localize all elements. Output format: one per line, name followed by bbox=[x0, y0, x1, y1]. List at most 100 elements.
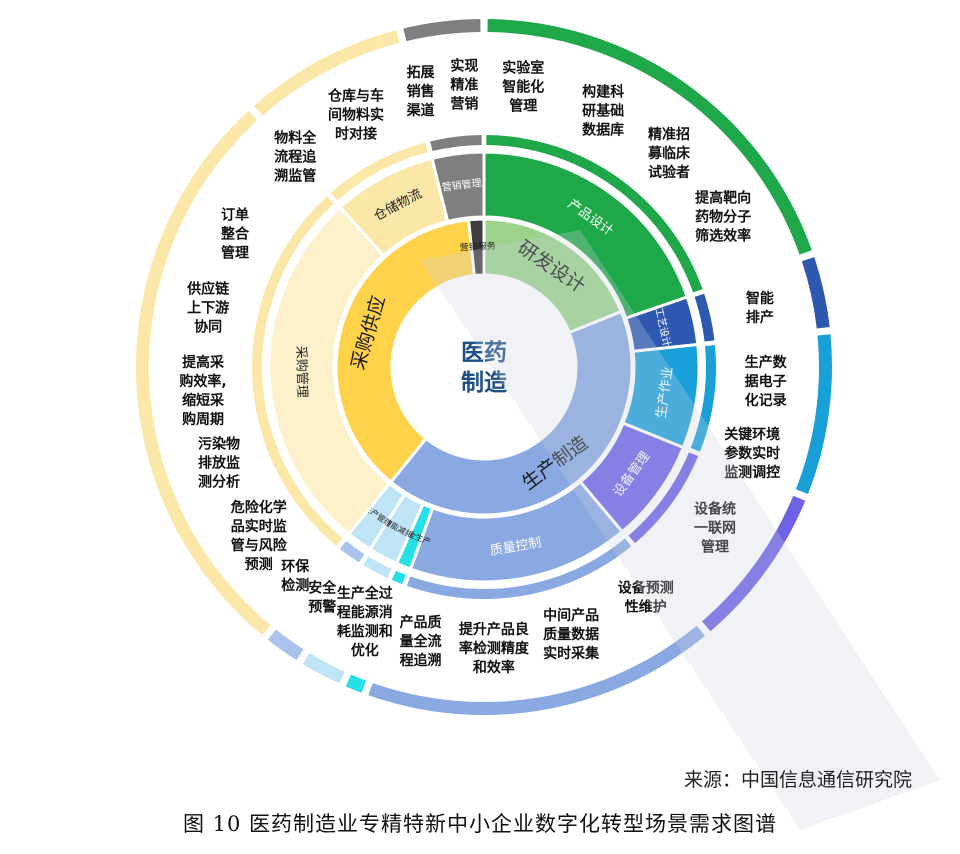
scenario-label-line: 生产数 bbox=[745, 354, 788, 371]
figure-caption: 图 10 医药制造业专精特新中小企业数字化转型场景需求图谱 bbox=[182, 812, 778, 836]
process-sector bbox=[430, 150, 486, 224]
scenario-label-line: 安全 bbox=[308, 580, 337, 597]
scenario-label-line: 研基础 bbox=[582, 102, 624, 119]
scenario-labels: 实验室智能化管理构建科研基础数据库精准招募临床试验者提高靶向药物分子筛选效率智能… bbox=[179, 58, 787, 676]
scenario-label-line: 上下游 bbox=[187, 299, 229, 316]
scenario-label-line: 管与风险 bbox=[231, 537, 288, 554]
outer-band-arc bbox=[135, 110, 271, 636]
scenario-label-line: 设备统 bbox=[694, 501, 736, 518]
scenario-label-line: 一联网 bbox=[694, 521, 736, 537]
scenario-label-line: 精准 bbox=[450, 77, 478, 94]
scenario-label-line: 优化 bbox=[351, 642, 379, 659]
scenario-label-line: 营销 bbox=[450, 96, 478, 113]
scenario-label-line: 智能 bbox=[745, 290, 774, 307]
scenario-label-line: 整合 bbox=[220, 226, 250, 243]
scenario-label-line: 实验室 bbox=[502, 60, 544, 77]
scenario-label-line: 危险化学 bbox=[230, 499, 287, 516]
scenario-label-line: 产品质 bbox=[400, 614, 442, 631]
scenario-label-line: 污染物 bbox=[198, 435, 240, 452]
scenario-label-line: 程能源消 bbox=[337, 604, 393, 621]
scenario-label-line: 智能化 bbox=[501, 79, 544, 96]
scenario-label-line: 购效率, bbox=[179, 373, 226, 390]
scenario-label-line: 实时采集 bbox=[543, 645, 600, 662]
scenario-label-line: 时对接 bbox=[335, 126, 377, 143]
scenario-label-line: 供应链 bbox=[186, 280, 230, 297]
scenario-label-line: 数据库 bbox=[582, 121, 624, 138]
scenario-label-line: 仓库与车 bbox=[327, 88, 384, 105]
outer-band-arc bbox=[267, 629, 304, 661]
process-ring: 产品设计工艺设计生产作业设备管理质量控制安全生产节能减排生产管理采购管理仓储物流… bbox=[267, 150, 701, 584]
source-note: 来源：中国信息通信研究院 bbox=[683, 769, 912, 791]
scenario-label-line: 关键环境 bbox=[724, 426, 780, 443]
center-title-line2: 制造 bbox=[461, 370, 508, 396]
inner-band-arc bbox=[391, 570, 406, 585]
outer-band-arc bbox=[795, 334, 833, 494]
scenario-label-line: 试验者 bbox=[648, 164, 690, 181]
scenario-label-line: 提升产品良 bbox=[459, 621, 529, 638]
scenario-label-line: 实现 bbox=[450, 58, 478, 75]
inner-band-arc bbox=[330, 142, 429, 201]
outer-band-arc bbox=[702, 495, 806, 632]
scenario-label-line: 溯监管 bbox=[274, 167, 316, 184]
scenario-label-line: 购周期 bbox=[182, 411, 224, 428]
outer-band-arc bbox=[487, 19, 812, 255]
scenario-label-line: 管理 bbox=[701, 539, 729, 556]
domain-label: 营销服务 bbox=[459, 240, 496, 254]
scenario-label-line: 性维护 bbox=[625, 599, 667, 616]
scenario-label-line: 协同 bbox=[194, 318, 222, 335]
scenario-label-line: 据电子 bbox=[745, 373, 787, 390]
inner-band-arc bbox=[628, 452, 699, 544]
scenario-label-line: 精准招 bbox=[648, 126, 690, 143]
scenario-label-line: 管理 bbox=[509, 98, 537, 115]
scenario-label-line: 中间产品 bbox=[543, 607, 599, 624]
scenario-label-line: 流程追 bbox=[274, 148, 316, 165]
scenario-label-line: 预测 bbox=[245, 556, 273, 573]
inner-band-arc bbox=[363, 556, 392, 578]
scenario-label-line: 参数实时 bbox=[724, 445, 780, 462]
scenario-label-line: 生产全过 bbox=[337, 585, 393, 602]
scenario-label-line: 质量数据 bbox=[543, 626, 599, 643]
scenario-label-line: 管理 bbox=[221, 245, 249, 262]
inner-band-arc bbox=[252, 196, 343, 546]
outer-arc-ring bbox=[135, 19, 833, 715]
scenario-label-line: 监测调控 bbox=[724, 464, 780, 481]
scenario-label-line: 筛选效率 bbox=[695, 228, 751, 245]
outer-band-arc bbox=[801, 257, 830, 329]
scenario-label-line: 排放监 bbox=[198, 454, 240, 471]
scenario-label-line: 募临床 bbox=[647, 145, 691, 162]
scenario-label-line: 排产 bbox=[746, 309, 774, 326]
process-label: 生产作业 bbox=[654, 366, 676, 420]
inner-band-arc bbox=[690, 345, 716, 452]
scenario-label-line: 品实时监 bbox=[231, 518, 287, 535]
scenario-label-line: 销售 bbox=[407, 83, 435, 100]
scenario-label-line: 耗监测和 bbox=[337, 623, 393, 640]
scenario-label-line: 和效率 bbox=[473, 659, 515, 676]
scenario-label-line: 测分析 bbox=[198, 473, 240, 490]
scenario-label-line: 渠道 bbox=[406, 102, 435, 119]
scenario-label-line: 拓展 bbox=[407, 64, 435, 81]
outer-band-arc bbox=[253, 30, 400, 116]
process-label: 采购管理 bbox=[293, 346, 310, 398]
inner-band-arc bbox=[430, 135, 482, 152]
scenario-label-line: 率检测精度 bbox=[459, 640, 530, 657]
scenario-label-line: 环保 bbox=[281, 558, 310, 575]
